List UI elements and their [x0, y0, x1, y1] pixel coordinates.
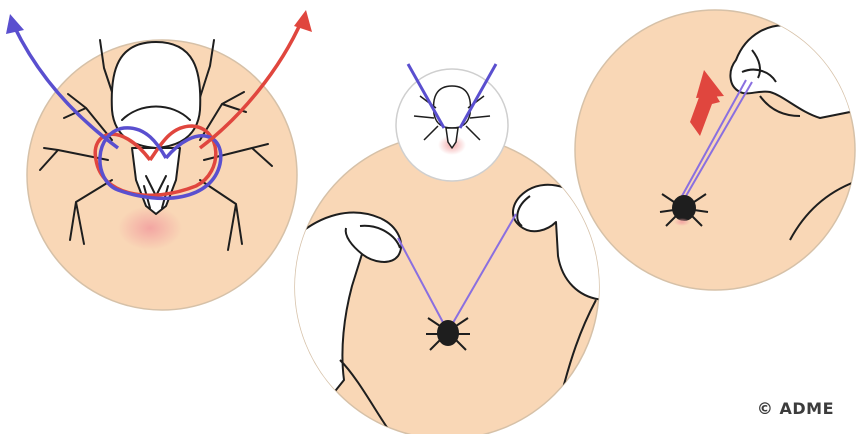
panel-closeup [6, 10, 312, 310]
panel-hands-thread [270, 64, 604, 434]
credit-watermark: © ADME [757, 399, 834, 418]
blue-arrowhead-icon [6, 14, 24, 34]
panel-hand-lift [575, 10, 860, 290]
bite-glow [118, 206, 182, 250]
